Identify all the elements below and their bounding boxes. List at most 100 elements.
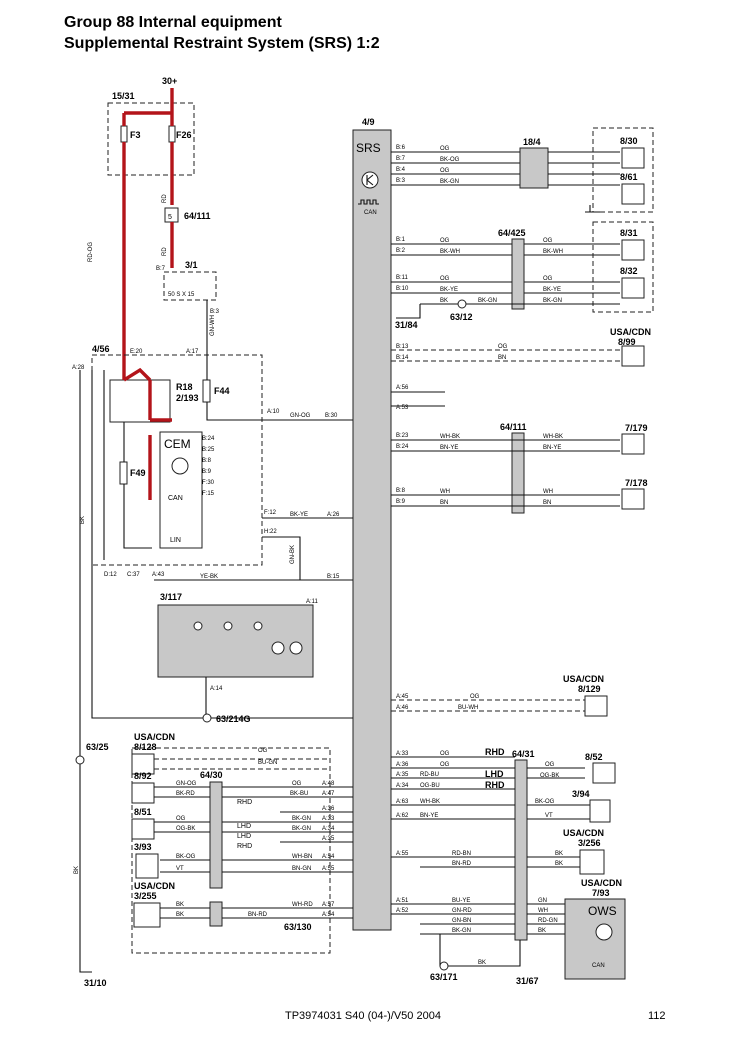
svg-text:BK: BK [176,902,184,908]
fuse-f3 [120,125,128,143]
svg-text:BU-GN: BU-GN [258,760,277,766]
fuse-f49-label: F49 [130,468,146,478]
svg-text:A:47: A:47 [322,791,335,797]
svg-text:A:34: A:34 [322,826,335,832]
svg-text:8/128: 8/128 [134,742,157,752]
svg-text:B:9: B:9 [396,499,406,505]
svg-text:A:36: A:36 [396,762,409,768]
splice-63-12 [457,299,467,309]
svg-text:BK-OG: BK-OG [176,854,196,860]
svg-text:F:15: F:15 [202,491,215,497]
svg-text:BK: BK [478,960,486,966]
svg-text:LHD: LHD [237,823,251,830]
svg-text:OG: OG [292,781,302,787]
switch-3-117-label: 3/117 [160,592,182,602]
svg-text:OG: OG [498,344,508,350]
svg-text:WH-BK: WH-BK [543,434,563,440]
svg-text:A:54: A:54 [322,912,335,918]
relay-3-1-label: 3/1 [185,260,198,270]
svg-text:RHD: RHD [237,843,252,850]
buckle-18-4-label: 18/4 [523,137,541,147]
svg-text:7/93: 7/93 [592,888,610,898]
svg-text:OG: OG [470,694,480,700]
conn-64-111-mid [511,432,525,514]
conn-64-30-lower [209,901,223,927]
svg-text:63/12: 63/12 [450,312,473,322]
svg-text:A:54: A:54 [322,854,335,860]
svg-text:B:24: B:24 [202,436,215,442]
svg-text:RD: RD [162,247,168,256]
svg-text:OG-BU: OG-BU [420,783,440,789]
svg-text:B:8: B:8 [396,488,406,494]
svg-text:BK-GN: BK-GN [478,298,497,304]
svg-text:B:11: B:11 [396,275,409,281]
svg-text:WH: WH [538,908,548,914]
right-mid-group: B:1 B:2 B:11 B:10 OG BK-WH OG BK-YE OG B… [391,221,654,330]
svg-text:BN-RD: BN-RD [452,861,472,867]
svg-text:7/178: 7/178 [625,478,648,488]
splice-63-214g-label: 63/214G [216,714,251,724]
svg-text:BN: BN [440,500,448,506]
svg-text:A:43: A:43 [152,572,165,578]
cem-srs-wires: GN-OG B:30 BK-YE A:26 YE-BK B:15 GN-BK B… [79,370,353,960]
svg-text:8/51: 8/51 [134,807,152,817]
svg-text:RD-OG: RD-OG [88,242,94,262]
svg-text:WH-BK: WH-BK [440,434,460,440]
svg-text:B:13: B:13 [396,344,409,350]
svg-text:63/171: 63/171 [430,972,458,982]
ows-module [564,898,626,980]
sensor-3-93-icon [135,853,159,879]
svg-text:A:46: A:46 [396,705,409,711]
svg-text:8/32: 8/32 [620,266,638,276]
svg-text:50 S X 15: 50 S X 15 [168,292,195,298]
svg-text:A:35: A:35 [322,836,335,842]
svg-text:BU-YE: BU-YE [452,898,470,904]
svg-text:USA/CDN: USA/CDN [581,878,622,888]
svg-text:BN-YE: BN-YE [420,813,438,819]
svg-text:OG: OG [440,276,450,282]
svg-text:A:55: A:55 [396,851,409,857]
svg-text:YE-BK: YE-BK [200,574,218,580]
transistor-icon [361,171,379,189]
squib-8-129-icon [584,695,608,717]
svg-text:3/255: 3/255 [134,891,157,901]
conn-64-31 [514,759,528,941]
svg-text:BN-RD: BN-RD [248,912,268,918]
svg-text:C:37: C:37 [127,572,140,578]
buckle-18-4 [519,147,549,189]
right-top-group: B:6 B:7 B:4 B:3 OG BK-OG OG BK-GN 18/4 8… [391,127,654,213]
svg-text:F:30: F:30 [202,480,215,486]
sensor-3-256-icon [579,849,605,875]
svg-text:LHD: LHD [485,769,504,779]
svg-text:B:3: B:3 [210,309,220,315]
svg-text:BK: BK [440,298,448,304]
svg-text:63/25: 63/25 [86,742,109,752]
svg-text:WH-BN: WH-BN [292,854,312,860]
svg-text:BK: BK [555,861,563,867]
svg-text:B:24: B:24 [396,444,409,450]
fuse-f26-label: F26 [176,130,192,140]
svg-text:LHD: LHD [237,833,251,840]
svg-text:OG-BK: OG-BK [176,826,195,832]
cem-transistor-icon [171,457,189,475]
svg-text:A:62: A:62 [396,813,409,819]
squib-8-51-icon [131,818,155,840]
ows-transistor-icon [595,923,613,941]
svg-text:7/179: 7/179 [625,423,648,433]
svg-text:OWS: OWS [588,904,617,918]
conn-64-111-label: 64/111 [184,211,211,221]
svg-text:BK-GN: BK-GN [543,298,562,304]
sensor-7-178-icon [621,488,645,510]
srs-can-label: CAN [364,210,377,216]
svg-text:B:23: B:23 [396,433,409,439]
fusebox-label: 15/31 [112,91,135,101]
svg-text:F:12: F:12 [264,510,277,516]
svg-text:OG: OG [440,238,450,244]
svg-text:BK: BK [538,928,546,934]
svg-text:LIN: LIN [170,537,181,544]
fuse-f44-label: F44 [214,386,230,396]
svg-text:OG: OG [543,276,553,282]
svg-text:BK-GN: BK-GN [292,826,311,832]
svg-text:A:35: A:35 [396,772,409,778]
srs-module-id: 4/9 [362,117,375,127]
